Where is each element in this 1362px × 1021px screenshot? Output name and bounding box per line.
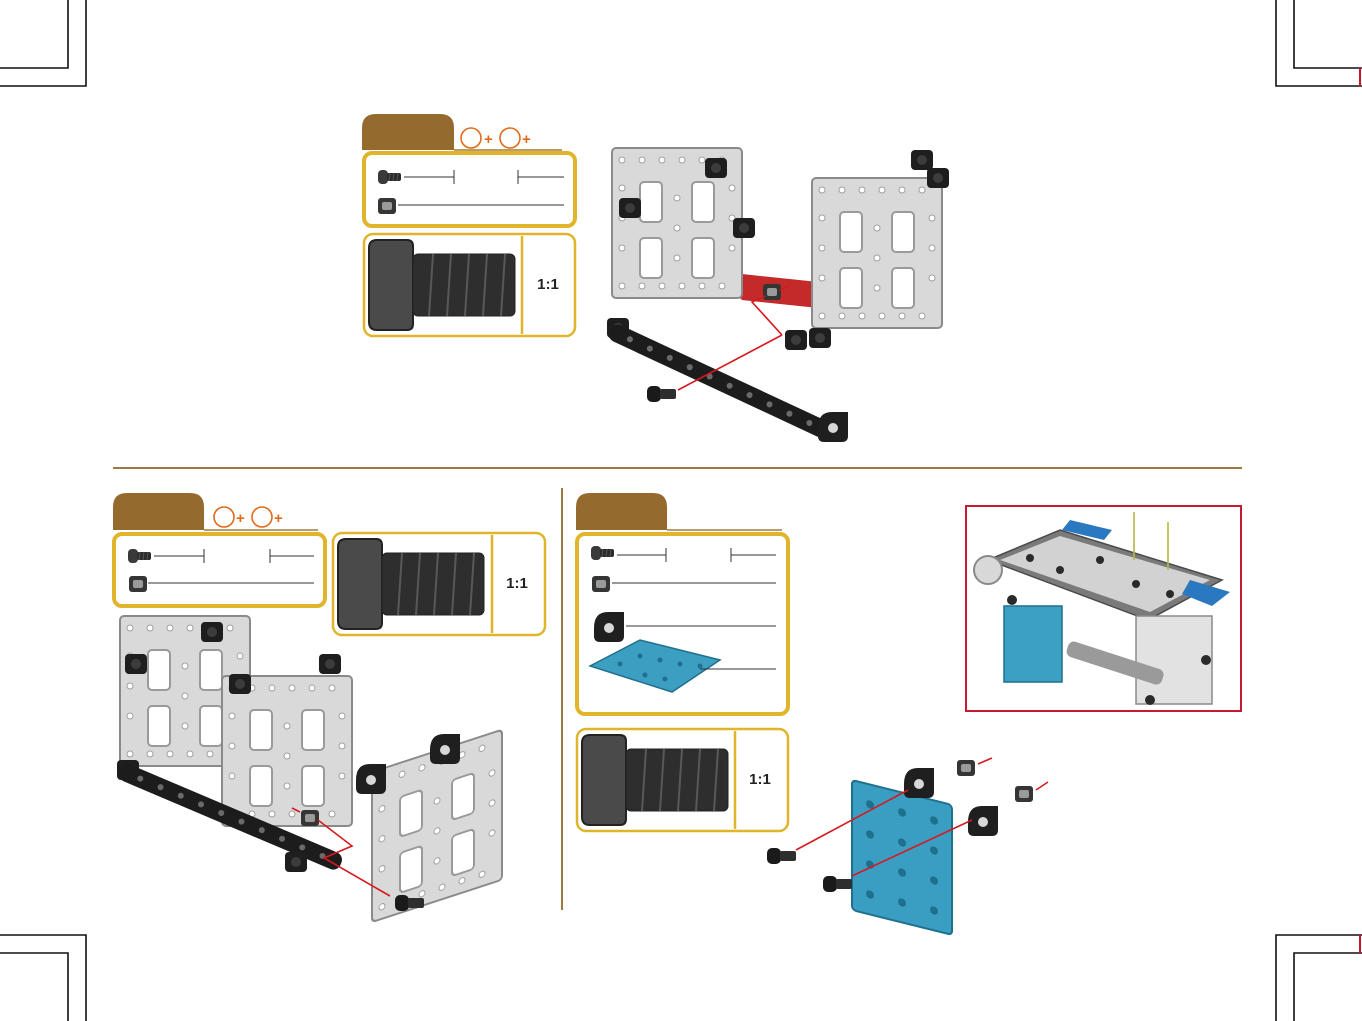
screw-icon	[823, 876, 852, 892]
assembly-illustration	[116, 616, 502, 922]
gray-plate-icon	[1136, 616, 1212, 704]
step-number-tab	[576, 493, 667, 530]
square-nut-icon	[763, 284, 781, 300]
bracket-knob-icon	[927, 168, 949, 188]
angle-bracket-icon	[818, 412, 848, 442]
bracket-knob-icon	[733, 218, 755, 238]
plus-sign: +	[522, 131, 531, 148]
plus-sign: +	[236, 510, 245, 527]
parts-list-box	[114, 534, 325, 606]
square-nut-icon	[301, 810, 319, 826]
angle-bracket-icon	[968, 806, 998, 836]
bracket-knob-icon	[125, 654, 147, 674]
angle-bracket-icon	[594, 612, 624, 642]
bracket-knob-icon	[285, 852, 307, 872]
step-top: + +	[362, 114, 949, 442]
bracket-knob-icon	[911, 150, 933, 170]
assembly-illustration	[606, 148, 949, 442]
gray-plate-icon	[812, 178, 942, 328]
bracket-knob-icon	[785, 330, 807, 350]
gray-plate-icon	[222, 676, 352, 826]
angle-bracket-icon	[904, 768, 934, 798]
square-nut-icon	[129, 576, 147, 592]
bracket-knob-icon	[201, 622, 223, 642]
gear-icon	[974, 556, 1002, 584]
square-nut-icon	[378, 198, 396, 214]
plus-sign: +	[484, 131, 493, 148]
angle-bracket-icon	[356, 764, 386, 794]
screw-icon	[647, 386, 676, 402]
scale-label: 1:1	[491, 575, 543, 592]
square-nut-icon	[592, 576, 610, 592]
screw-actual-size-icon	[582, 735, 728, 825]
bracket-knob-icon	[319, 654, 341, 674]
angle-bracket-icon	[430, 734, 460, 764]
parts-list-box	[364, 153, 575, 226]
scale-label: 1:1	[522, 276, 574, 293]
bracket-knob-icon	[229, 674, 251, 694]
screw-icon	[767, 848, 796, 864]
assembly-illustration	[767, 758, 1048, 935]
screw-actual-size-icon	[338, 539, 484, 629]
square-nut-icon	[957, 760, 975, 776]
square-nut-icon	[1015, 786, 1033, 802]
bracket-knob-icon	[705, 158, 727, 178]
plus-sign: +	[274, 510, 283, 527]
screw-actual-size-icon	[369, 240, 515, 330]
step-bottom-left: + +	[113, 493, 545, 922]
step-number-tab	[113, 493, 204, 530]
bracket-knob-icon	[619, 198, 641, 218]
blue-plate-icon	[1004, 606, 1062, 682]
step-bottom-right	[576, 493, 1241, 935]
step-number-tab	[362, 114, 454, 150]
scale-label: 1:1	[734, 771, 786, 788]
bracket-knob-icon	[809, 328, 831, 348]
